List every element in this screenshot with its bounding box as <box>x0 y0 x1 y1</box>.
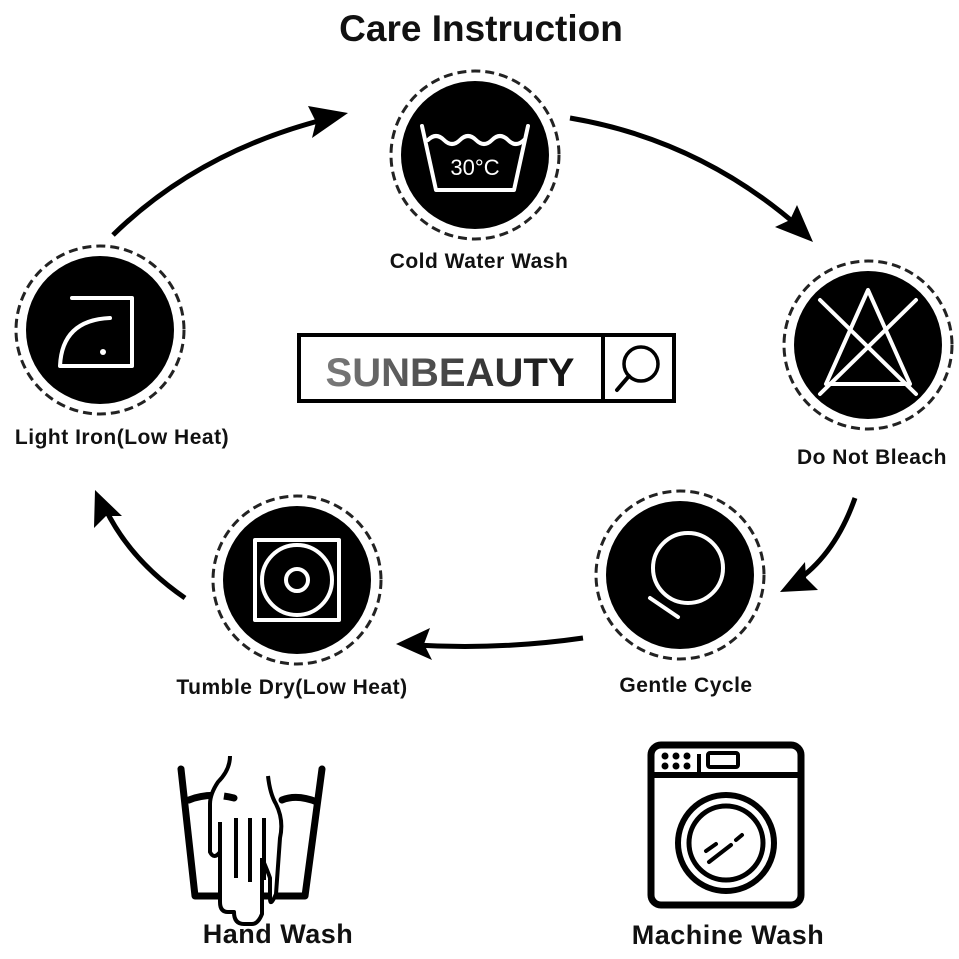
temperature-label: 30°C <box>450 155 499 180</box>
iron-icon <box>58 296 134 368</box>
arrowhead <box>308 106 348 138</box>
arrowhead <box>775 205 813 242</box>
arrow-dry-to-iron <box>102 506 187 601</box>
gentle-cycle-label: Gentle Cycle <box>619 674 752 697</box>
arrowhead <box>396 628 432 660</box>
washing-machine-icon <box>647 741 805 909</box>
cold-water-wash-step: 30°C <box>389 69 561 241</box>
do-not-bleach-label: Do Not Bleach <box>797 446 947 469</box>
tumble-dry-label: Tumble Dry(Low Heat) <box>176 676 407 699</box>
do-not-bleach-step <box>782 259 954 431</box>
wash-tub-icon <box>420 124 530 192</box>
arrowhead <box>780 562 818 592</box>
no-bleach-icon <box>818 288 918 396</box>
machine-wash-label: Machine Wash <box>632 920 825 950</box>
page-title: Care Instruction <box>339 8 623 49</box>
arrowhead <box>94 490 122 528</box>
gentle-cycle-icon <box>648 531 725 619</box>
light-iron-label: Light Iron(Low Heat) <box>15 426 229 449</box>
arrow-iron-to-wash <box>111 115 331 237</box>
arrow-wash-to-bleach <box>569 115 802 230</box>
hand-wash-label: Hand Wash <box>203 919 354 949</box>
cycle-arrows <box>94 106 858 660</box>
cold-water-wash-label: Cold Water Wash <box>390 250 569 273</box>
brand-logo: SUNBEAUTY <box>297 333 676 403</box>
search-icon <box>615 345 660 392</box>
gentle-cycle-step <box>594 489 766 661</box>
arrow-gentle-to-dry <box>414 635 584 649</box>
hand-wash-icon <box>177 755 326 926</box>
tumble-dry-step <box>211 494 383 666</box>
brand-name: SUNBEAUTY <box>326 351 575 395</box>
tumble-dry-icon <box>253 538 341 622</box>
light-iron-step <box>14 244 186 416</box>
